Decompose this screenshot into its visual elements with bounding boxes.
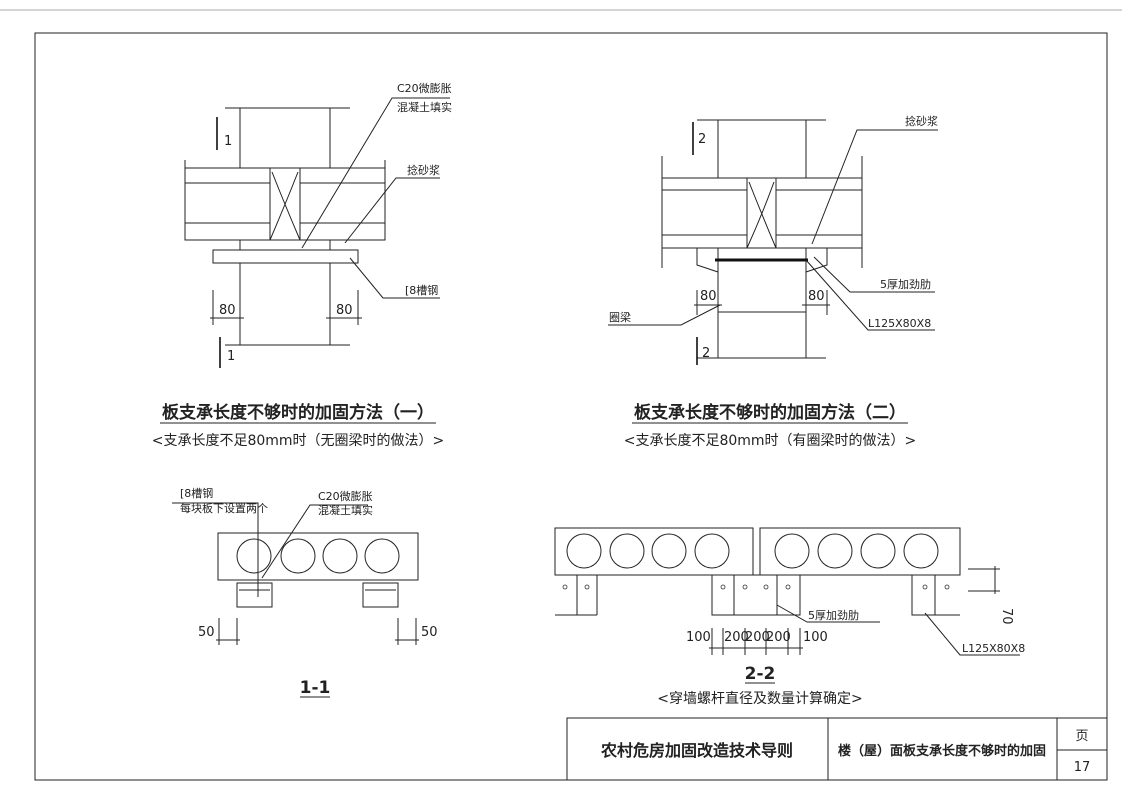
detail-title: 板支承长度不够时的加固方法（一） [162,402,434,423]
label-mortar: 捻砂浆 [905,114,938,128]
label-concrete-line1: C20微膨胀 [318,489,373,503]
section-mark: 2 [698,132,706,147]
section-1-1: 50 50 [8槽钢 每块板下设置两个 C20微膨胀 混凝土填实 1-1 [172,487,438,698]
section-mark: 1 [227,349,235,364]
label-channel-line1: [8槽钢 [180,487,213,500]
label-concrete-line2: 混凝土填实 [397,100,452,114]
detail-title: 板支承长度不够时的加固方法（二） [634,402,906,423]
label-stiffener: 5厚加劲肋 [880,277,931,291]
dim-100-right: 100 [803,630,828,645]
dim-left: 80 [219,303,236,318]
label-angle-steel: L125X80X8 [962,642,1025,655]
label-channel-line2: 每块板下设置两个 [180,501,268,515]
book-title: 农村危房加固改造技术导则 [600,741,793,760]
label-mortar: 捻砂浆 [407,163,440,177]
page-label: 页 [1075,729,1088,744]
dim-200: 200 [766,630,791,645]
dim-height: 70 [999,608,1014,625]
dim-right: 80 [336,303,353,318]
title-block: 农村危房加固改造技术导则 楼（屋）面板支承长度不够时的加固 页 17 [566,717,1108,781]
dim-left: 50 [198,625,215,640]
page-number: 17 [1074,760,1091,775]
dim-200: 200 [745,630,770,645]
dim-right: 80 [808,289,825,304]
detail-subtitle: <支承长度不足80mm时（无圈梁时的做法）> [152,433,445,449]
detail-method-two: 2 2 80 80 捻砂浆 5厚加劲肋 L125X80X8 圈梁 板支承长度不够… [608,114,938,449]
label-ring-beam: 圈梁 [609,310,631,324]
dim-100-left: 100 [686,630,711,645]
label-concrete-line2: 混凝土填实 [318,503,373,517]
section-title: 2-2 [745,664,776,684]
label-channel-steel: [8槽钢 [405,284,438,297]
angle-steel [555,574,960,616]
dim-left: 80 [700,289,717,304]
section-2-2: 100 200 200 200 100 70 5厚加劲肋 L125X80X8 2… [554,527,1025,707]
section-mark: 2 [702,346,710,361]
label-angle-steel: L125X80X8 [868,317,931,330]
section-subtitle: <穿墙螺杆直径及数量计算确定> [657,690,862,707]
channel-steel [236,582,399,608]
section-mark: 1 [224,134,232,149]
dim-right: 50 [421,625,438,640]
sheet-title: 楼（屋）面板支承长度不够时的加固 [838,743,1046,759]
section-title: 1-1 [300,678,331,698]
label-concrete-line1: C20微膨胀 [397,81,452,95]
detail-subtitle: <支承长度不足80mm时（有圈梁时的做法）> [624,433,917,449]
detail-method-one: 1 1 80 80 C20微膨胀 混凝土填实 捻砂浆 [8槽钢 板支承长度不够时… [152,81,452,449]
label-stiffener: 5厚加劲肋 [808,608,859,622]
ring-beam [717,247,807,313]
dim-200: 200 [724,630,749,645]
